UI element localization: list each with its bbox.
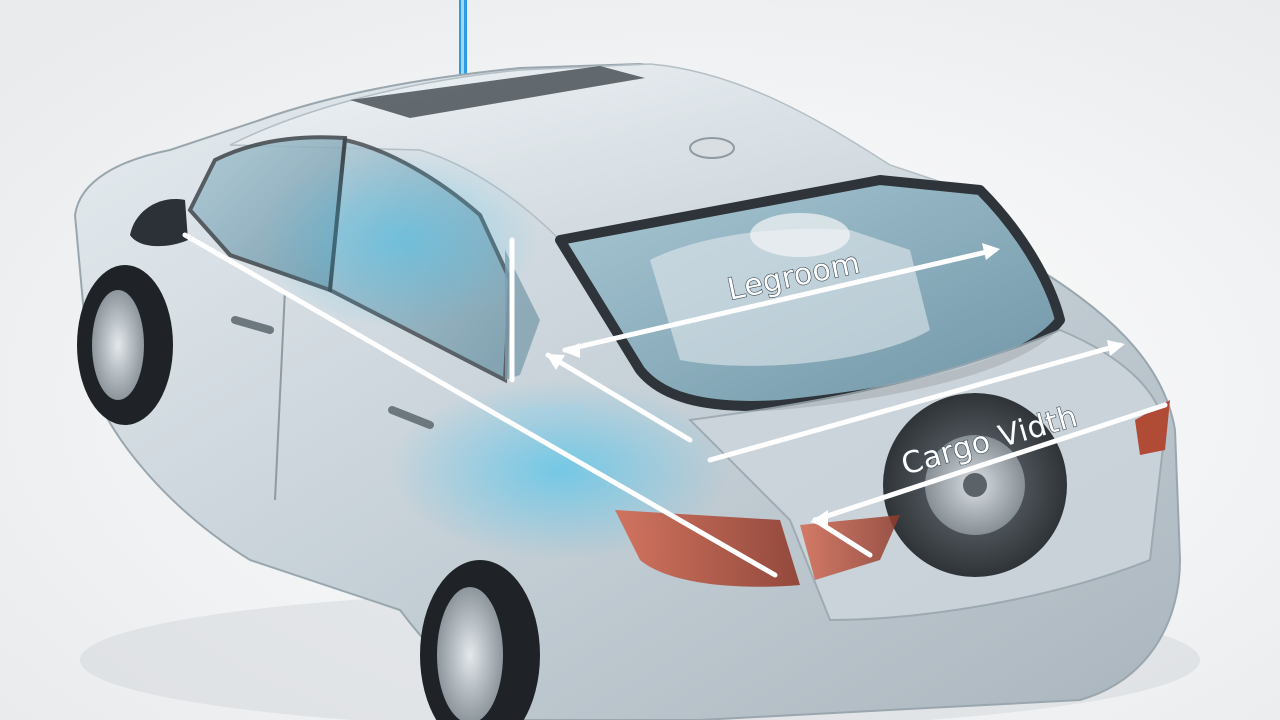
cargo-arrowhead <box>1107 340 1125 356</box>
headrest <box>750 213 850 257</box>
length-line <box>182 232 778 578</box>
legroom-arrowhead <box>982 243 1000 260</box>
roof-ornament <box>689 137 735 159</box>
measurement-arrow <box>182 232 1168 578</box>
rear-wheel <box>420 560 540 720</box>
far-tail-light <box>1135 400 1170 455</box>
side-mirror <box>130 199 188 247</box>
left-tail-light <box>615 510 800 587</box>
front-wheel <box>77 265 173 425</box>
faint-interior-text: vɐɐvɐɐ <box>519 399 585 423</box>
sunroof <box>350 66 645 118</box>
legroom-arrowhead-start <box>562 343 580 358</box>
door-seam <box>274 289 286 501</box>
right-tail-light <box>800 515 900 580</box>
legroom-arrow-line <box>562 247 998 353</box>
cargo-width-arrow-line <box>812 402 1168 523</box>
diagonal-line <box>545 352 693 443</box>
cargo-arrowhead-start <box>810 510 828 528</box>
diagonal-arrowhead <box>546 354 565 370</box>
interior-glow-front <box>260 150 540 330</box>
front-door-handle <box>231 316 274 334</box>
rear-door-handle <box>388 406 434 429</box>
cargo-width-line <box>707 342 1123 463</box>
